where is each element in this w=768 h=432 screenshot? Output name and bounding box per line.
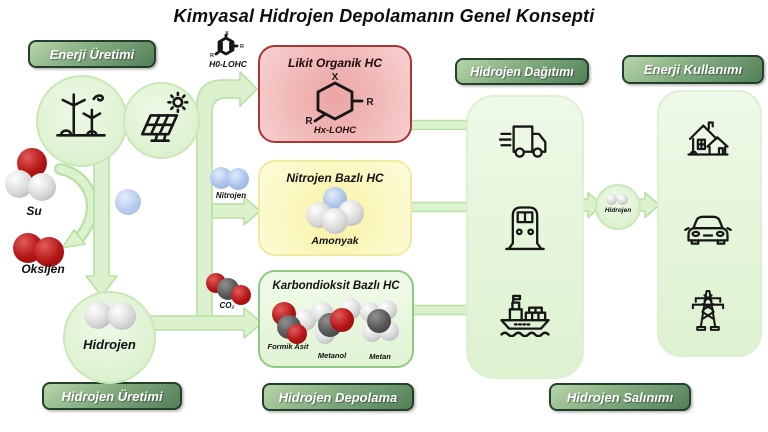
nitrogen-box: Nitrojen Bazlı HC Amonyak [258, 160, 412, 256]
hydrogen-to-nitrogenbox-arrow [211, 196, 261, 226]
cargo-ship-icon [497, 285, 553, 337]
hydrogen-atom [108, 302, 136, 330]
hx-ring-x: X [332, 72, 339, 83]
lohc-to-distribution-line [404, 119, 469, 131]
hx-ring-r-left: R [305, 116, 313, 125]
oxygen-atom [34, 237, 64, 267]
production-down-arrow [85, 149, 118, 297]
badge-hydrogen-distribution: Hidrojen Dağıtımı [455, 58, 589, 85]
co2-label: CO₂ [219, 301, 235, 310]
house-icon [683, 117, 733, 167]
nitrogen-label: Nitrojen [215, 191, 247, 200]
released-hydrogen-label: Hidrojen [604, 207, 632, 214]
ammonia-hydrogen-atom [322, 208, 348, 234]
h0-lohc-label: H0-LOHC [209, 59, 247, 69]
truck-icon [499, 116, 551, 168]
water-label: Su [26, 204, 42, 218]
nitrogen-atom [227, 168, 249, 190]
lohc-box: Likit Organik HC X R R Hx-LOHC [258, 45, 412, 143]
car-icon [682, 203, 734, 255]
h0-ring-x: X [225, 31, 229, 37]
page-title: Kimyasal Hidrojen Depolamanın Genel Kons… [173, 6, 595, 26]
methanol-label: Metanol [317, 351, 347, 360]
hydrogen-label: Hidrojen [83, 337, 136, 352]
ammonia-label: Amonyak [311, 235, 359, 247]
methane-label: Metan [369, 352, 391, 361]
released-hydrogen-atom [606, 194, 617, 205]
energy-use-panel [657, 90, 762, 357]
h0-ring-r-right: R [240, 44, 244, 50]
power-tower-icon [685, 282, 731, 336]
methanol-atom [330, 308, 354, 332]
badge-energy-use: Enerji Kullanımı [622, 55, 764, 84]
badge-energy-production: Enerji Üretimi [28, 40, 156, 68]
co2-oxygen-atom [231, 285, 251, 305]
hydrogen-atom [84, 301, 112, 329]
co2-to-distribution-line [406, 304, 469, 316]
formic-acid-label: Formik Asit [267, 342, 309, 351]
solar-panel-icon [131, 91, 191, 151]
oxygen-label: Oksijen [21, 262, 65, 276]
wind-energy-circle [36, 75, 128, 167]
h0-lohc-molecule-icon: X R R [206, 31, 250, 59]
hydrogen-circle: Hidrojen [63, 291, 156, 384]
hydrogen-to-co2box-arrow [149, 307, 263, 339]
hx-ring-r-right: R [366, 97, 374, 108]
h0-ring-r-left: R [210, 53, 214, 59]
badge-hydrogen-production: Hidrojen Üretimi [42, 382, 182, 410]
co2-box: Karbondioksit Bazlı HC Formik Asit Metan… [258, 270, 414, 368]
nitrogen-atom [210, 167, 232, 189]
electron-icon [115, 189, 141, 215]
co2-box-title: Karbondioksit Bazlı HC [272, 280, 400, 292]
hx-lohc-label: Hx-LOHC [313, 125, 357, 136]
badge-hydrogen-release: Hidrojen Salınımı [549, 383, 691, 411]
released-hydrogen-atom [617, 194, 628, 205]
badge-hydrogen-storage: Hidrojen Depolama [262, 383, 414, 411]
water-hydrogen-atom [28, 173, 56, 201]
train-icon [499, 201, 551, 253]
released-hydrogen-circle: Hidrojen [595, 184, 641, 230]
distribution-panel [466, 95, 584, 379]
formic-acid-atom [287, 324, 307, 344]
hx-lohc-molecule-icon: X R R [282, 71, 388, 125]
nitrogen-box-title: Nitrojen Bazlı HC [286, 171, 384, 185]
solar-energy-circle [123, 82, 200, 159]
nitrogen-to-distribution-line [404, 201, 469, 213]
methane-atom [367, 309, 391, 333]
lohc-box-title: Likit Organik HC [287, 56, 382, 70]
hydrogen-to-lohcbox-arrow [196, 71, 258, 317]
wind-turbines-icon [52, 90, 110, 148]
